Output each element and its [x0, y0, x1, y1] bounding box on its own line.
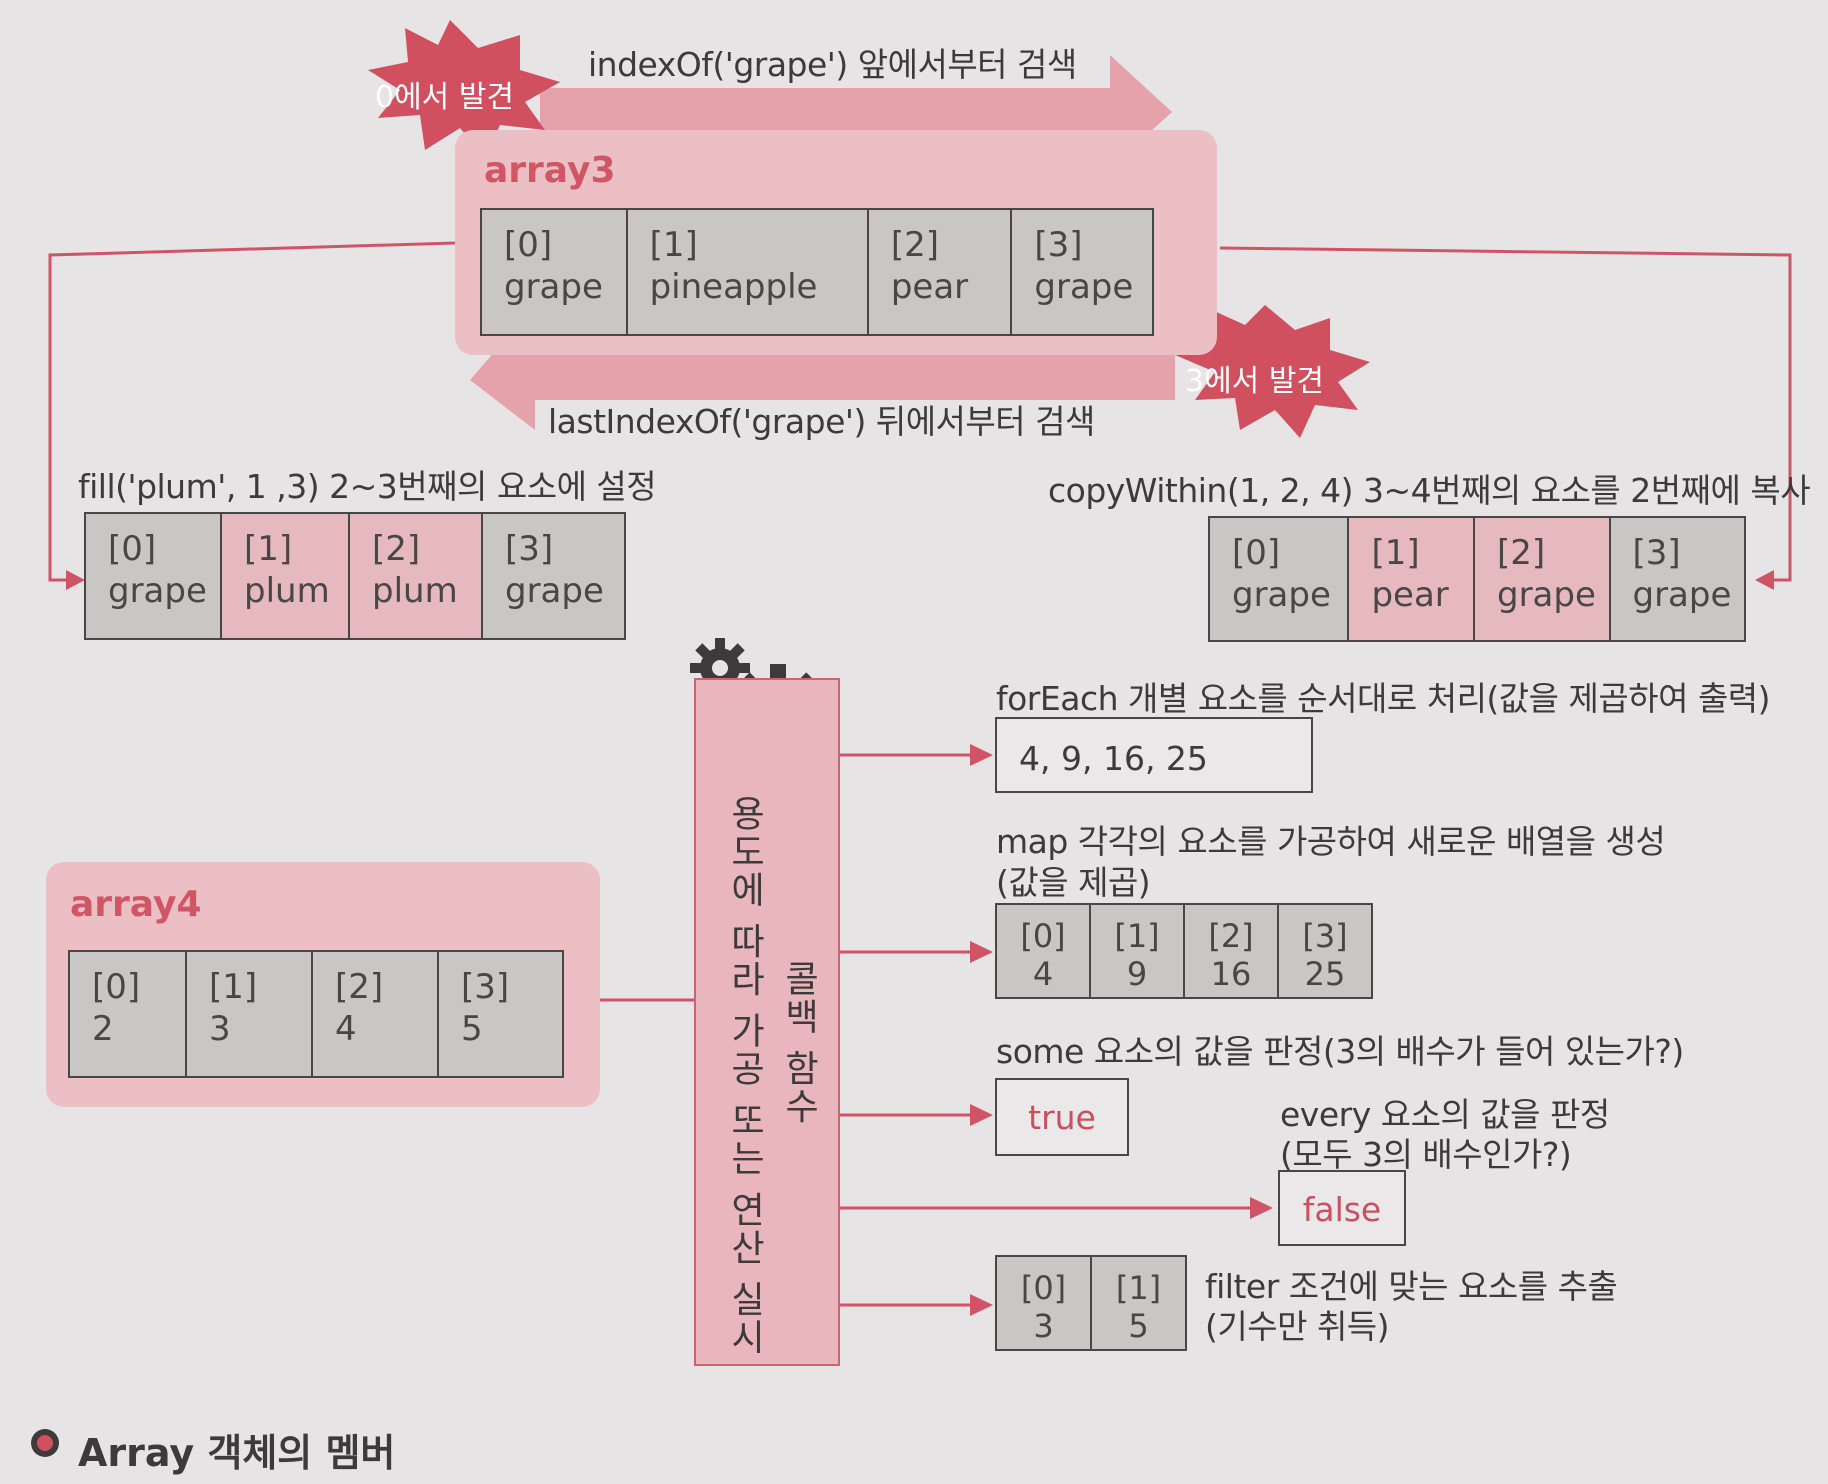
map-cell-1: [1]9 [1091, 905, 1185, 997]
every-label-line2: (모두 3의 배수인가?) [1280, 1135, 1572, 1174]
map-row: [0]4 [1]9 [2]16 [3]25 [995, 903, 1373, 999]
array4-cell-3: [3]5 [439, 952, 562, 1076]
copywithin-cell-3: [3]grape [1610, 518, 1744, 640]
array3-cell-2: [2]pear [868, 210, 1013, 334]
filter-label-line1: filter 조건에 맞는 요소를 추출 [1205, 1267, 1618, 1306]
array3-cell-3: [3]grape [1012, 210, 1152, 334]
callback-description: 용도에 따라 가공 또는 연산 실시 [724, 795, 765, 1357]
fill-cell-0: [0]grape [86, 514, 222, 638]
filter-label-line2: (기수만 취득) [1205, 1307, 1390, 1346]
copywithin-cell-2: [2]grape [1475, 518, 1611, 640]
some-label: some 요소의 값을 판정(3의 배수가 들어 있는가?) [996, 1032, 1684, 1071]
filter-cell-1: [1]5 [1092, 1257, 1185, 1349]
array4-cell-0: [0]2 [70, 952, 187, 1076]
map-cell-2: [2]16 [1185, 905, 1279, 997]
every-label-line1: every 요소의 값을 판정 [1280, 1095, 1610, 1134]
every-arrow-head [1250, 1197, 1273, 1219]
indexof-label: indexOf('grape') 앞에서부터 검색 [588, 45, 1077, 84]
fill-cell-3: [3]grape [483, 514, 624, 638]
copywithin-row: [0]grape [1]pear [2]grape [3]grape [1208, 516, 1746, 642]
filter-arrow-head [970, 1294, 993, 1316]
map-label-line2: (값을 제곱) [996, 863, 1151, 902]
fill-connector-head [66, 570, 85, 590]
array3-cell-0: [0]grape [482, 210, 628, 334]
array3-cell-1: [1]pineapple [627, 210, 869, 334]
copywithin-cell-1: [1]pear [1349, 518, 1475, 640]
some-arrow-head [970, 1104, 993, 1126]
foreach-arrow-head [970, 744, 993, 766]
found-0-burst [368, 20, 560, 158]
fill-cell-2: [2]plum [350, 514, 483, 638]
fill-connector [48, 241, 456, 582]
array3-title: array3 [484, 150, 616, 191]
filter-cell-0: [0]3 [997, 1257, 1092, 1349]
every-result: false [1278, 1170, 1406, 1246]
copywithin-connector [1219, 246, 1792, 582]
some-result: true [995, 1078, 1129, 1156]
map-cell-3: [3]25 [1279, 905, 1371, 997]
callback-title: 콜백 함수 [778, 960, 819, 1126]
array4-row: [0]2 [1]3 [2]4 [3]5 [68, 950, 564, 1078]
filter-row: [0]3 [1]5 [995, 1255, 1187, 1351]
found-3-burst [1175, 305, 1370, 438]
array4-cell-1: [1]3 [187, 952, 313, 1076]
array4-title: array4 [70, 884, 202, 925]
copywithin-label: copyWithin(1, 2, 4) 3~4번째의 요소를 2번째에 복사 [1048, 471, 1811, 510]
foreach-label: forEach 개별 요소를 순서대로 처리(값을 제곱하여 출력) [996, 679, 1771, 718]
copywithin-cell-0: [0]grape [1210, 518, 1350, 640]
array3-row: [0]grape [1]pineapple [2]pear [3]grape [480, 208, 1154, 336]
map-label-line1: map 각각의 요소를 가공하여 새로운 배열을 생성 [996, 822, 1666, 861]
figure-caption: Array 객체의 멤버 [78, 1431, 396, 1475]
copywithin-connector-head [1755, 570, 1774, 590]
foreach-result: 4, 9, 16, 25 [995, 717, 1313, 793]
indexof-arrow [540, 55, 1172, 168]
array4-cell-2: [2]4 [313, 952, 439, 1076]
map-arrow-head [970, 941, 993, 963]
fill-row: [0]grape [1]plum [2]plum [3]grape [84, 512, 626, 640]
lastindexof-arrow [470, 305, 1175, 430]
map-cell-0: [0]4 [997, 905, 1091, 997]
fill-cell-1: [1]plum [222, 514, 350, 638]
callback-bar [694, 678, 840, 1366]
fill-label: fill('plum', 1 ,3) 2~3번째의 요소에 설정 [78, 467, 657, 506]
indexof-found-label: 0에서 발견 [375, 80, 515, 115]
lastindexof-label: lastIndexOf('grape') 뒤에서부터 검색 [548, 402, 1095, 441]
lastindexof-found-label: 3에서 발견 [1185, 364, 1325, 399]
